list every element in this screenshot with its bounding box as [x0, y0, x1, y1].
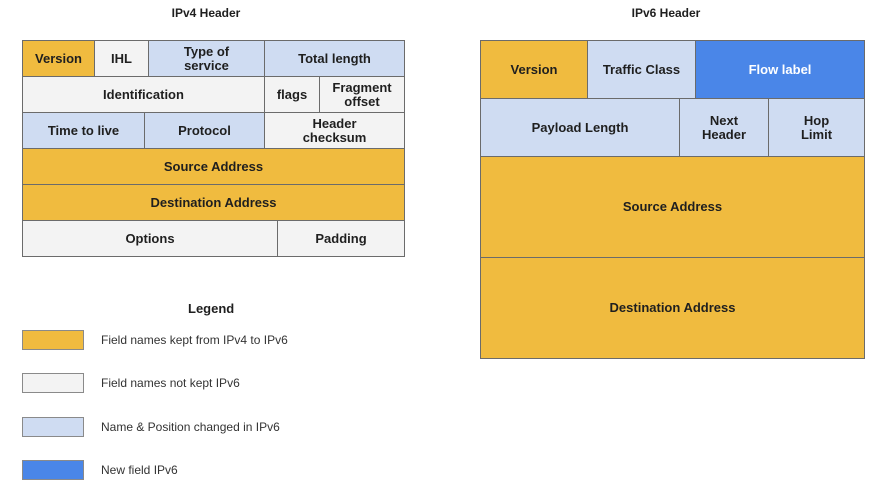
ipv6-version-field: Version — [480, 40, 588, 99]
ipv4-ihl-field: IHL — [94, 40, 149, 77]
ipv6-next-header-field: Next Header — [679, 98, 769, 157]
legend-swatch-kept — [22, 330, 84, 350]
legend-label-not-kept: Field names not kept IPv6 — [101, 376, 240, 390]
legend-label-new-field: New field IPv6 — [101, 463, 178, 477]
ipv4-header-checksum-field: Header checksum — [264, 112, 405, 149]
ipv4-type-of-service-field: Type of service — [148, 40, 265, 77]
ipv6-header-title: IPv6 Header — [631, 6, 701, 20]
ipv4-time-to-live-field: Time to live — [22, 112, 145, 149]
ipv4-source-address-field: Source Address — [22, 148, 405, 185]
ipv4-version-field: Version — [22, 40, 95, 77]
ipv4-options-field: Options — [22, 220, 278, 257]
legend-swatch-new-field — [22, 460, 84, 480]
ipv6-destination-address-field: Destination Address — [480, 257, 865, 359]
ipv4-identification-field: Identification — [22, 76, 265, 113]
legend-swatch-changed — [22, 417, 84, 437]
ipv4-padding-field: Padding — [277, 220, 405, 257]
ipv4-fragment-offset-field: Fragment offset — [319, 76, 405, 113]
ipv4-destination-address-field: Destination Address — [22, 184, 405, 221]
legend-label-kept: Field names kept from IPv4 to IPv6 — [101, 333, 288, 347]
ipv6-hop-limit-field: Hop Limit — [768, 98, 865, 157]
legend-label-changed: Name & Position changed in IPv6 — [101, 420, 280, 434]
ipv4-protocol-field: Protocol — [144, 112, 265, 149]
ipv4-total-length-field: Total length — [264, 40, 405, 77]
ipv6-traffic-class-field: Traffic Class — [587, 40, 696, 99]
ipv6-flow-label-field: Flow label — [695, 40, 865, 99]
ipv6-payload-length-field: Payload Length — [480, 98, 680, 157]
ipv4-flags-field: flags — [264, 76, 320, 113]
ipv4-header-title: IPv4 Header — [171, 6, 241, 20]
legend-title: Legend — [188, 301, 235, 316]
legend-swatch-not-kept — [22, 373, 84, 393]
ipv6-source-address-field: Source Address — [480, 156, 865, 258]
